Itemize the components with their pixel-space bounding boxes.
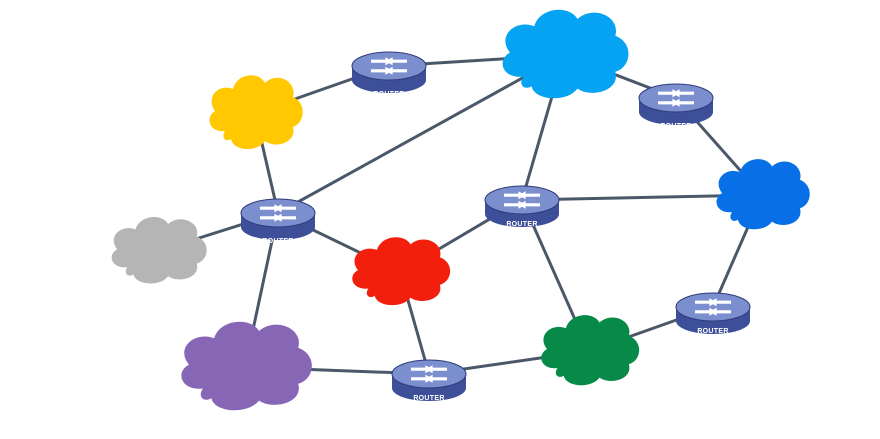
router-right: ROUTER	[675, 292, 751, 335]
router-arrows-icon	[371, 57, 407, 75]
link-r3-lightblue	[276, 53, 566, 215]
cloud-green	[541, 315, 640, 386]
router-center: ROUTER	[484, 185, 560, 228]
router-left: ROUTER	[240, 198, 316, 245]
cloud-purple	[181, 321, 312, 411]
router-label: ROUTER	[262, 238, 293, 245]
router-top-center: ROUTER	[351, 51, 427, 98]
router-bottom: ROUTER	[391, 359, 467, 402]
router-arrows-icon	[504, 191, 540, 209]
router-label: ROUTER	[413, 395, 444, 402]
router-label: ROUTER	[373, 91, 404, 98]
router-label: ROUTER	[506, 221, 537, 228]
router-label: ROUTER	[660, 123, 691, 130]
router-arrows-icon	[658, 89, 694, 107]
cloud-red	[352, 237, 451, 306]
cloud-yellow	[209, 75, 303, 150]
router-label: ROUTER	[697, 328, 728, 335]
router-arrows-icon	[411, 365, 447, 383]
cloud-lightblue	[502, 9, 629, 99]
router-top-right: ROUTER	[638, 83, 714, 130]
router-arrows-icon	[695, 298, 731, 316]
router-arrows-icon	[260, 204, 296, 222]
cloud-gray	[111, 217, 207, 284]
cloud-blue	[716, 159, 810, 230]
